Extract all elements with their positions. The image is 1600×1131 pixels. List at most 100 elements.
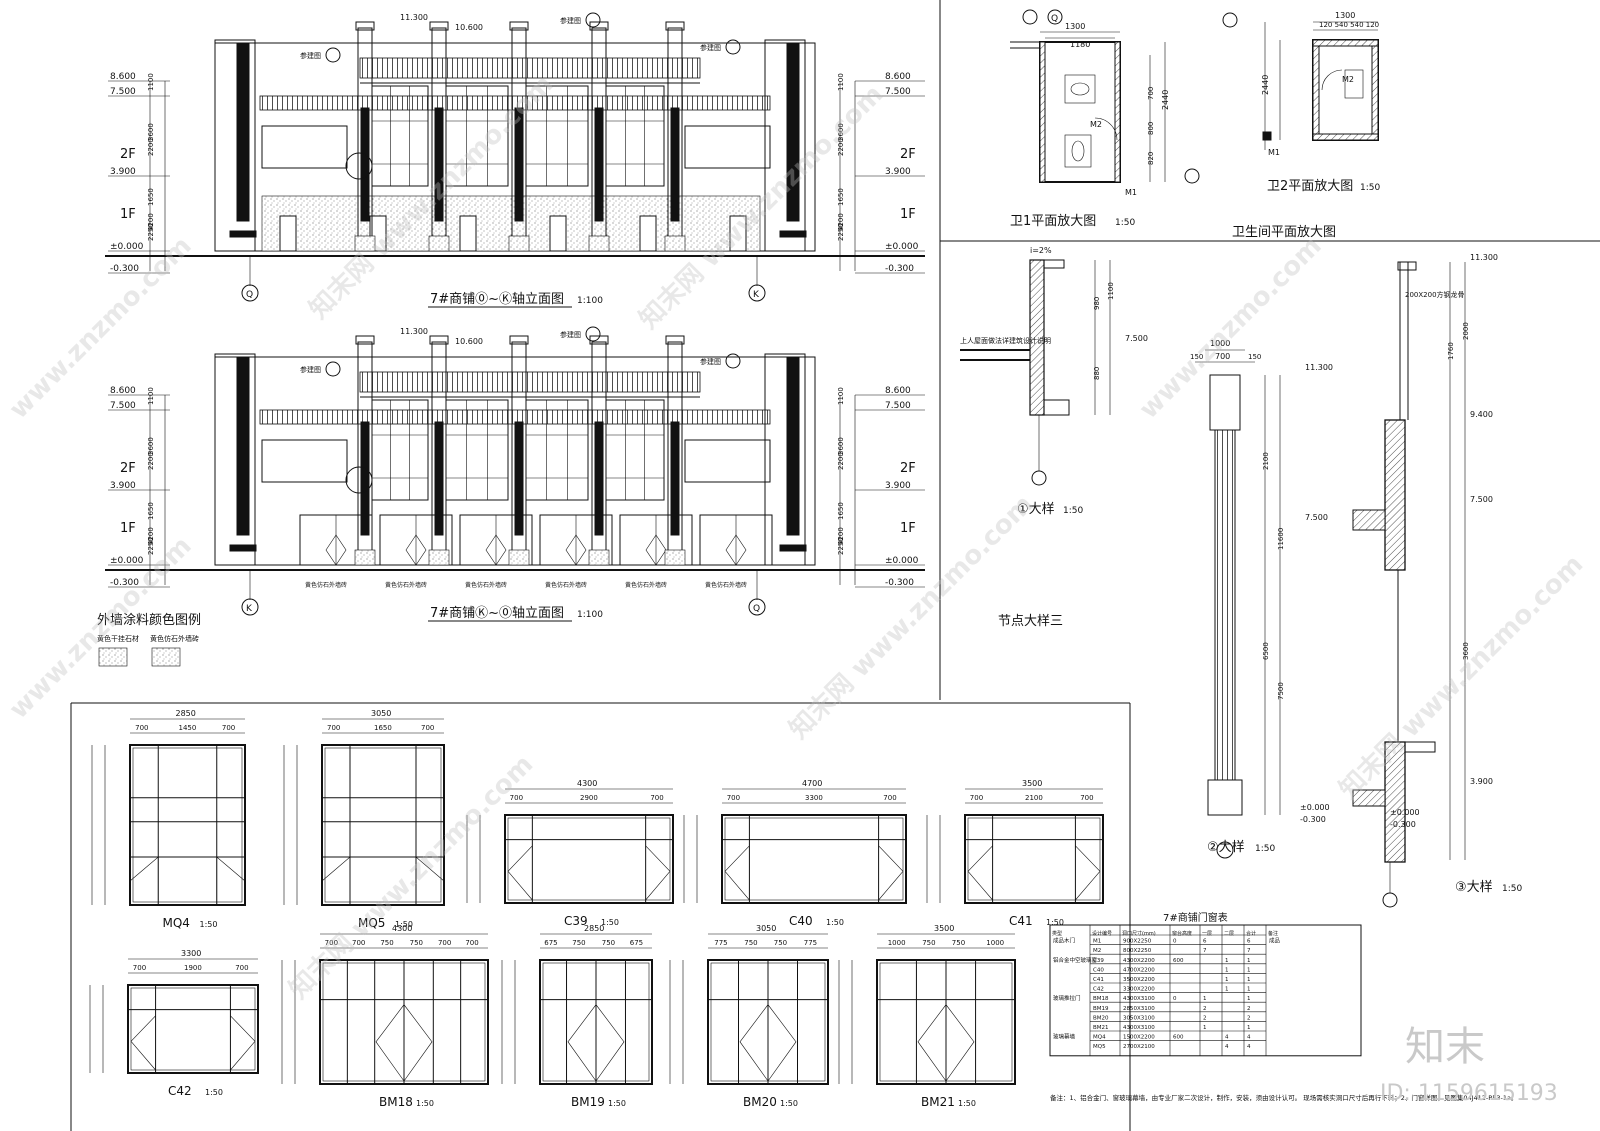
window-name: MQ5	[358, 916, 385, 930]
elevation-title: 7#商铺Ⓚ~⓪轴立面图	[430, 606, 564, 621]
window-name: C40	[789, 914, 813, 928]
svg-text:11600: 11600	[1277, 528, 1285, 550]
svg-text:880: 880	[1093, 367, 1101, 380]
schedule-cell: 1	[1225, 987, 1229, 993]
window-part-dim: 750	[744, 939, 757, 947]
grid-bubble	[748, 284, 766, 302]
grid-bubble	[241, 284, 259, 302]
schedule-header: 一层	[1202, 931, 1212, 937]
pier-dark-strip	[514, 421, 524, 536]
dim-text: 1650	[147, 502, 155, 520]
schedule-cell: 6	[1247, 939, 1251, 945]
elevation-scale: 1:100	[577, 296, 603, 306]
dim-text: 4200	[837, 213, 845, 231]
svg-text:7.500: 7.500	[1305, 513, 1328, 522]
window-width: 3500	[1022, 779, 1042, 788]
window-scale: 1:50	[205, 1088, 223, 1097]
callout-text: 参建图	[300, 51, 321, 60]
schedule-cell: 3500X2200	[1123, 977, 1155, 983]
schedule-cell: 4300X3100	[1123, 1025, 1155, 1031]
schedule-cell: 3050X3100	[1123, 1015, 1155, 1021]
window-part-dim: 700	[883, 794, 896, 802]
floor-label: 2F	[900, 461, 916, 476]
brand-id: ID: 1159615193	[1380, 1081, 1558, 1106]
schedule-cell: BM21	[1093, 1025, 1109, 1031]
schedule-cell: 0	[1173, 939, 1177, 945]
level-label: 7.500	[110, 87, 136, 97]
schedule-cell: 4700X2200	[1123, 967, 1155, 973]
window-part-dim: 675	[544, 939, 557, 947]
window-part-dim: 3300	[805, 794, 823, 802]
window-width: 4300	[577, 779, 597, 788]
svg-text:11.300: 11.300	[1305, 363, 1333, 372]
svg-text:7.500: 7.500	[1470, 495, 1493, 504]
svg-text:3600: 3600	[1462, 642, 1470, 660]
dim-text: 2250	[837, 223, 845, 241]
window-part-dim: 700	[327, 724, 340, 732]
dim-text: 2250	[147, 537, 155, 555]
schedule-cell: C40	[1093, 967, 1104, 973]
schedule-cell: 6	[1203, 939, 1207, 945]
window-name: C42	[168, 1084, 192, 1098]
window-width: 4700	[802, 779, 822, 788]
floor-label: 2F	[120, 147, 136, 162]
schedule-cell: 1	[1247, 967, 1251, 973]
svg-text:知末网 www.znzmo.com: 知末网 www.znzmo.com	[1334, 549, 1589, 804]
door	[279, 215, 297, 252]
callout-text: 黄色仿石外墙砖	[385, 581, 427, 589]
dim-text: 3600	[837, 437, 845, 455]
svg-text:150: 150	[1248, 353, 1261, 361]
window-part-dim: 700	[133, 964, 146, 972]
window-part-dim: 675	[630, 939, 643, 947]
tower-strip	[786, 42, 800, 222]
schedule-cell: M1	[1093, 939, 1101, 945]
door	[549, 215, 567, 252]
level-label: -0.300	[885, 264, 914, 274]
window-part-dim: 775	[714, 939, 727, 947]
level-label: 3.900	[885, 481, 911, 491]
window-scale: 1:50	[780, 1099, 798, 1108]
detail-2-title: ②大样	[1207, 840, 1245, 855]
svg-text:2440: 2440	[1261, 75, 1270, 95]
callout-text: 参建图	[560, 16, 581, 25]
schedule-cell: 1	[1203, 1025, 1207, 1031]
svg-text:1100: 1100	[1107, 282, 1115, 300]
detail-marker	[345, 152, 373, 180]
grid-label: K	[246, 604, 253, 614]
top-level: 11.300	[400, 13, 428, 22]
schedule-cell: M2	[1093, 948, 1101, 954]
detail-marker	[345, 466, 373, 494]
toilet-group-title: 卫生间平面放大图	[1232, 225, 1336, 240]
svg-text:700: 700	[1215, 352, 1230, 361]
svg-text:-0.300: -0.300	[1390, 820, 1416, 829]
schedule-cell: 2	[1203, 1006, 1207, 1012]
svg-text:±0.000: ±0.000	[1300, 803, 1330, 812]
window-part-dim: 750	[380, 939, 393, 947]
window-name: BM19	[571, 1095, 605, 1109]
window-part-dim: 750	[922, 939, 935, 947]
window-scale: 1:50	[416, 1099, 434, 1108]
schedule-cell: 玻璃推拉门	[1053, 994, 1081, 1002]
dim-text: 2200	[837, 138, 845, 156]
callout-text: 黄色仿石外墙砖	[625, 581, 667, 589]
level-label: 8.600	[885, 386, 911, 396]
grid-bubble	[748, 598, 766, 616]
detail-1-title: ①大样	[1017, 502, 1055, 517]
schedule-cell: 7	[1203, 948, 1207, 954]
schedule-cell: 2	[1247, 1006, 1251, 1012]
svg-text:-0.300: -0.300	[1300, 815, 1326, 824]
window-part-dim: 700	[465, 939, 478, 947]
schedule-cell: C42	[1093, 987, 1104, 993]
schedule-cell: 玻璃幕墙	[1053, 1033, 1076, 1041]
schedule-header: 合计	[1246, 930, 1256, 937]
schedule-cell: MQ4	[1093, 1035, 1106, 1041]
detail-1: 980 880 1100 上人屋面做法详建筑设计说明 7.500 i=2% ①大…	[960, 246, 1148, 629]
schedule-cell: 1	[1225, 967, 1229, 973]
